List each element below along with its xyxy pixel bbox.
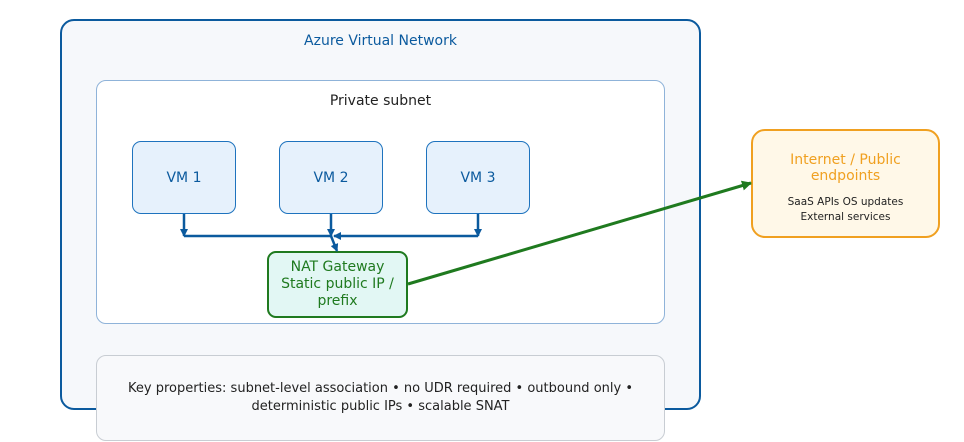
internet-title-line: Internet / Public (790, 152, 901, 168)
internet-endpoints-node[interactable]: Internet / Public endpoints SaaS APIs OS… (751, 129, 940, 238)
vm-label: VM 1 (166, 169, 202, 186)
vnet-title: Azure Virtual Network (304, 33, 457, 49)
nat-gateway-node[interactable]: NAT Gateway Static public IP / prefix (267, 251, 408, 318)
vm-label: VM 3 (460, 169, 496, 186)
internet-title: Internet / Public endpoints (753, 152, 938, 184)
nat-gateway-label: NAT Gateway (290, 259, 385, 275)
key-properties-box: Key properties: subnet-level association… (96, 355, 665, 441)
internet-title-line: endpoints (810, 168, 881, 184)
vm-node-2[interactable]: VM 2 (279, 141, 383, 214)
nat-to-internet-arrow (407, 180, 752, 286)
subnet-title: Private subnet (329, 93, 432, 109)
bus-to-nat-arrow (329, 235, 339, 252)
key-properties-line: Key properties: subnet-level association… (128, 381, 633, 396)
vm-node-1[interactable]: VM 1 (132, 141, 236, 214)
key-properties-line: deterministic public IPs • scalable SNAT (251, 399, 510, 414)
internet-detail-line: SaaS APIs OS updates (787, 196, 904, 208)
nat-gateway-sublabel-cont: prefix (317, 293, 358, 309)
vm-label: VM 2 (313, 169, 349, 186)
vm-node-3[interactable]: VM 3 (426, 141, 530, 214)
nat-gateway-sublabel: Static public IP / (281, 276, 394, 292)
internet-detail-line: External services (800, 211, 891, 223)
internet-detail: SaaS APIs OS updates External services (753, 195, 938, 225)
